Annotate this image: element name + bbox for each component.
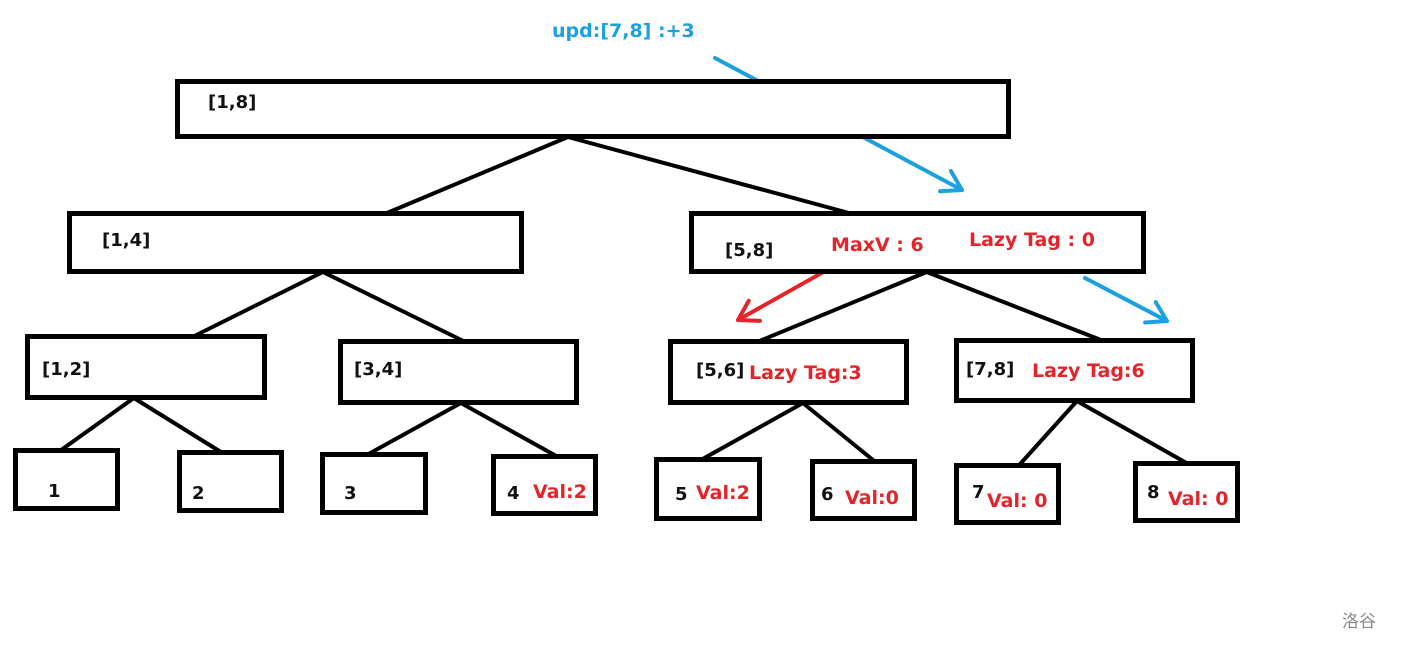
leaf-index: 2	[192, 483, 205, 504]
edge-n14-n12	[193, 270, 324, 338]
leaf-5: 5 Val:2	[654, 457, 762, 521]
edge-n56-l5	[701, 401, 804, 461]
edge-n34-l3	[367, 401, 462, 456]
edge-n78-l7	[1017, 399, 1079, 467]
edge-n18-n58	[567, 135, 850, 215]
node-range: [5,8]	[725, 240, 774, 261]
node-range: [1,2]	[42, 359, 91, 380]
node-lazy-tag: Lazy Tag : 0	[969, 229, 1095, 251]
node-3-4: [3,4]	[338, 339, 579, 405]
pushdown-arrow	[1083, 276, 1169, 325]
edge-n14-n34	[322, 270, 465, 343]
edge-n78-l8	[1075, 399, 1188, 465]
edge-n34-l4	[459, 401, 558, 458]
leaf-1: 1	[13, 448, 120, 511]
node-lazy-tag: Lazy Tag:3	[749, 362, 862, 384]
leaf-val: Val: 0	[987, 490, 1048, 512]
pushdown-arrow-head	[1143, 300, 1169, 325]
leaf-6: 6 Val:0	[810, 459, 917, 521]
node-1-8: [1,8]	[175, 79, 1011, 139]
node-maxv: MaxV : 6	[831, 234, 924, 256]
leaf-index: 6	[821, 484, 834, 505]
watermark: 洛谷	[1342, 612, 1376, 632]
leaf-2: 2	[177, 450, 284, 513]
node-range: [5,6]	[696, 360, 745, 381]
edge-n56-l6	[801, 401, 876, 463]
leaf-3: 3	[320, 452, 428, 515]
node-lazy-tag: Lazy Tag:6	[1032, 360, 1145, 382]
leaf-index: 1	[48, 481, 61, 502]
leaf-val: Val: 0	[1168, 488, 1229, 510]
leaf-index: 4	[507, 483, 520, 504]
update-label: upd:[7,8] :+3	[552, 20, 695, 42]
node-range: [1,4]	[102, 230, 151, 251]
node-range: [3,4]	[354, 359, 403, 380]
node-7-8: [7,8] Lazy Tag:6	[954, 338, 1195, 403]
node-range: [7,8]	[966, 359, 1015, 380]
node-1-4: [1,4]	[67, 211, 524, 274]
leaf-8: 8 Val: 0	[1133, 461, 1240, 523]
leaf-4: 4 Val:2	[491, 454, 598, 516]
edge-n12-l1	[59, 396, 136, 452]
leaf-val: Val:2	[533, 481, 587, 503]
leaf-index: 8	[1147, 482, 1160, 503]
leaf-index: 5	[675, 484, 688, 505]
update-arrow-head	[938, 169, 964, 194]
leaf-val: Val:2	[696, 482, 750, 504]
edge-n12-l2	[132, 396, 222, 454]
node-5-8: [5,8] MaxV : 6 Lazy Tag : 0	[689, 211, 1146, 274]
edge-n58-n56	[758, 270, 928, 343]
leaf-index: 3	[344, 483, 357, 504]
tree-edges	[59, 135, 1188, 467]
leaf-val: Val:0	[845, 487, 899, 509]
edge-n58-n78	[925, 270, 1102, 342]
node-5-6: [5,6] Lazy Tag:3	[668, 339, 909, 405]
leaf-index: 7	[972, 482, 985, 503]
edge-n18-n14	[386, 135, 569, 215]
maxv-arrow-head	[736, 298, 762, 323]
node-1-2: [1,2]	[25, 334, 267, 400]
node-range: [1,8]	[208, 92, 257, 113]
leaf-7: 7 Val: 0	[954, 463, 1061, 525]
